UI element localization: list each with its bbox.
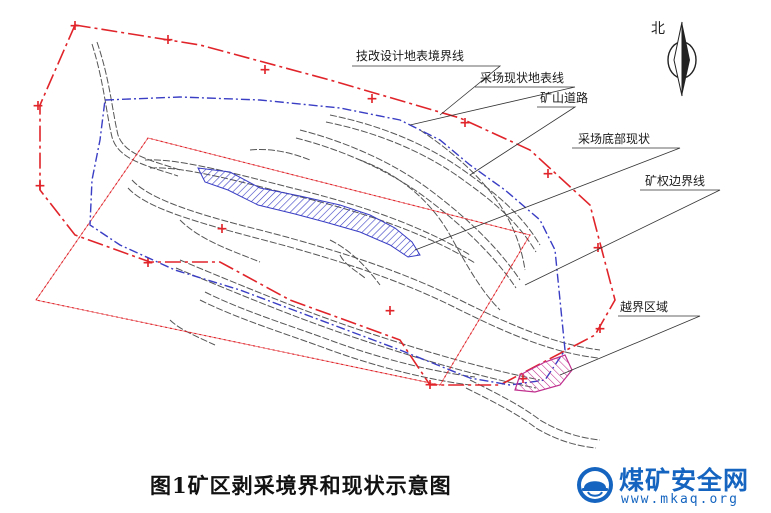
svg-text:+: +	[162, 32, 174, 48]
overstep-area-hatch	[514, 354, 573, 393]
svg-text:+: +	[34, 178, 46, 194]
current-surface-line	[89, 96, 566, 386]
label-overstep-area: 越界区域	[620, 300, 668, 314]
watermark-url[interactable]: www.mkaq.org	[621, 492, 739, 507]
watermark: 煤矿安全网 www.mkaq.org	[575, 462, 767, 510]
svg-text:+: +	[216, 221, 228, 237]
svg-text:+: +	[366, 91, 378, 107]
svg-text:+: +	[32, 98, 44, 114]
svg-text:+: +	[594, 321, 606, 337]
svg-text:+: +	[69, 18, 81, 34]
label-current-surface: 采场现状地表线	[480, 71, 564, 85]
safety-helmet-icon	[577, 467, 613, 503]
svg-text:+: +	[542, 166, 554, 182]
svg-text:+: +	[592, 240, 604, 256]
svg-text:+: +	[424, 377, 436, 393]
label-mining-right-boundary: 矿权边界线	[645, 174, 705, 188]
pit-bottom-hatch	[197, 167, 421, 258]
leader-lines	[352, 65, 721, 376]
watermark-name: 煤矿安全网	[619, 466, 750, 495]
north-label: 北	[651, 21, 665, 37]
label-design-boundary: 技改设计地表境界线	[356, 48, 464, 63]
mine-boundary-diagram: + + + + + + + + + + + + + + + 技改设计地表境界线 …	[32, 18, 721, 449]
label-pit-bottom: 采场底部现状	[578, 131, 650, 146]
svg-text:+: +	[259, 62, 271, 78]
label-mine-road: 矿山道路	[540, 90, 588, 105]
design-boundary-line	[39, 24, 616, 386]
north-arrow-icon: 北	[651, 21, 697, 97]
figure-caption: 图1矿区剥采境界和现状示意图	[150, 473, 452, 498]
svg-text:+: +	[459, 115, 471, 131]
svg-text:+: +	[384, 303, 396, 319]
svg-text:+: +	[142, 255, 154, 271]
